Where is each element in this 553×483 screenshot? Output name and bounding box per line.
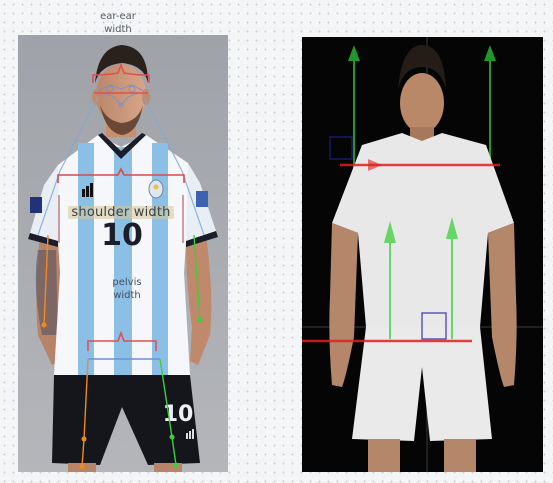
player-photo-panel: 10 10	[18, 35, 228, 472]
avatar-render-illustration	[302, 37, 543, 472]
jersey-stripe-3	[152, 143, 168, 375]
hair	[95, 45, 148, 83]
afa-crest-icon	[148, 179, 164, 199]
ear-ear-label-line1: ear-ear	[100, 11, 136, 22]
player-photo-illustration: 10 10	[18, 35, 228, 472]
pelvis-label-line1: pelvis	[112, 277, 142, 288]
left-sleeve-cuff	[28, 233, 58, 247]
head	[96, 64, 146, 126]
jersey-stripe-1	[78, 143, 94, 375]
left-sleeve	[30, 165, 60, 241]
pelvis-label-line2: width	[113, 290, 141, 301]
left-ear	[92, 89, 100, 105]
jersey-number: 10	[101, 218, 143, 253]
shoulder-width-label: shoulder width	[68, 206, 174, 219]
shorts	[52, 375, 200, 465]
adidas-shorts-logo-icon	[186, 429, 194, 439]
upper-skeleton	[37, 96, 205, 236]
pelvis-width-label: pelvis width	[92, 276, 162, 302]
right-ear	[142, 89, 150, 105]
left-thigh-line	[83, 358, 89, 440]
ear-ear-bracket	[92, 62, 150, 83]
right-side-line	[193, 234, 201, 321]
ear-ear-width-label: ear-ear width	[88, 10, 148, 36]
world-cup-patch-icon-right	[196, 191, 208, 207]
face-keypoint-mesh	[97, 84, 145, 108]
left-shin-line	[81, 438, 85, 468]
right-shin-line	[171, 436, 177, 466]
torso-up-arrows	[384, 217, 458, 339]
world-cup-patch-icon	[30, 197, 42, 213]
axis-up-arrows	[348, 45, 496, 211]
adidas-logo-icon	[82, 183, 93, 197]
ear-ear-label-line2: width	[104, 24, 132, 35]
right-thigh-line	[159, 358, 173, 438]
pelvis-bracket	[87, 330, 157, 351]
beard	[100, 105, 143, 135]
avatar-body	[329, 45, 517, 472]
left-arm-tattoo	[35, 250, 58, 335]
avatar-render-panel	[302, 37, 543, 472]
jersey-collar	[98, 133, 146, 159]
left-side-line	[43, 234, 49, 326]
jersey-stripe-2	[114, 147, 132, 375]
shoulder-bracket	[57, 167, 185, 183]
